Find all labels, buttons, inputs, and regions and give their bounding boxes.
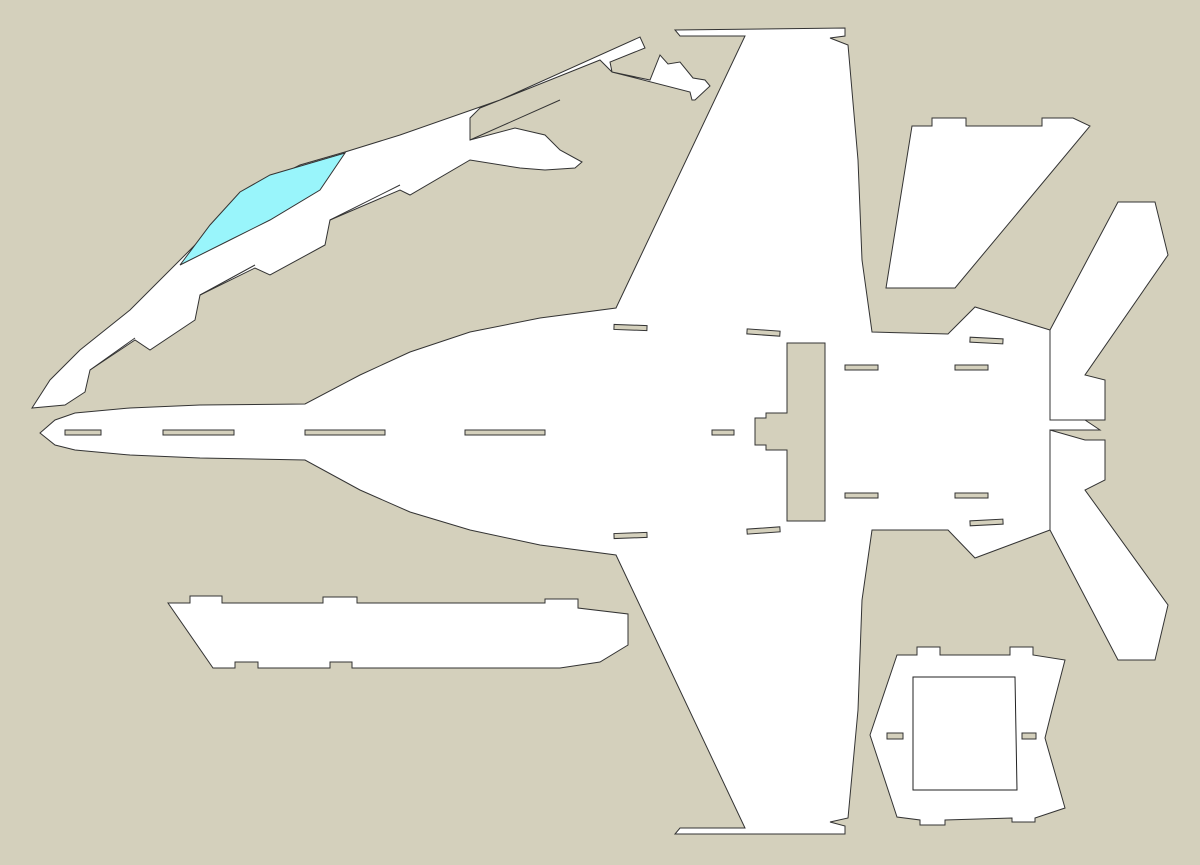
fuselage-side-profile — [31, 36, 711, 409]
slot-line — [329, 184, 401, 221]
fuselage-doubler-outline — [167, 595, 629, 669]
stabilator-outline-lower — [1049, 429, 1169, 661]
keel-plate-opening — [912, 676, 1018, 791]
fuselage-side-profile-outline — [31, 36, 711, 409]
slot — [746, 328, 781, 337]
slot — [711, 429, 735, 436]
slot-line — [469, 99, 561, 141]
main-planform — [39, 27, 1102, 835]
slot — [613, 323, 648, 332]
slot-line — [199, 264, 256, 296]
tail-fin — [885, 117, 1091, 289]
slot — [844, 492, 879, 499]
slot — [969, 336, 1004, 345]
keel-cutout — [754, 342, 826, 522]
tail-fin-outline — [885, 117, 1091, 289]
slot — [613, 531, 648, 540]
stabilator — [1049, 201, 1169, 661]
slot — [969, 518, 1004, 527]
slot-line — [89, 337, 136, 371]
slot — [464, 429, 546, 436]
slot — [64, 429, 102, 436]
slot — [954, 364, 989, 371]
canopy — [179, 152, 347, 266]
slot — [746, 526, 781, 535]
slot — [1021, 732, 1037, 740]
slot — [886, 732, 904, 740]
stabilator-outline — [1049, 201, 1169, 421]
slot — [954, 492, 989, 499]
slot — [162, 429, 235, 436]
slot — [304, 429, 386, 436]
keel-plate — [869, 646, 1066, 826]
fuselage-doubler — [167, 595, 629, 669]
main-planform-outline — [39, 27, 1102, 835]
slot — [844, 364, 879, 371]
